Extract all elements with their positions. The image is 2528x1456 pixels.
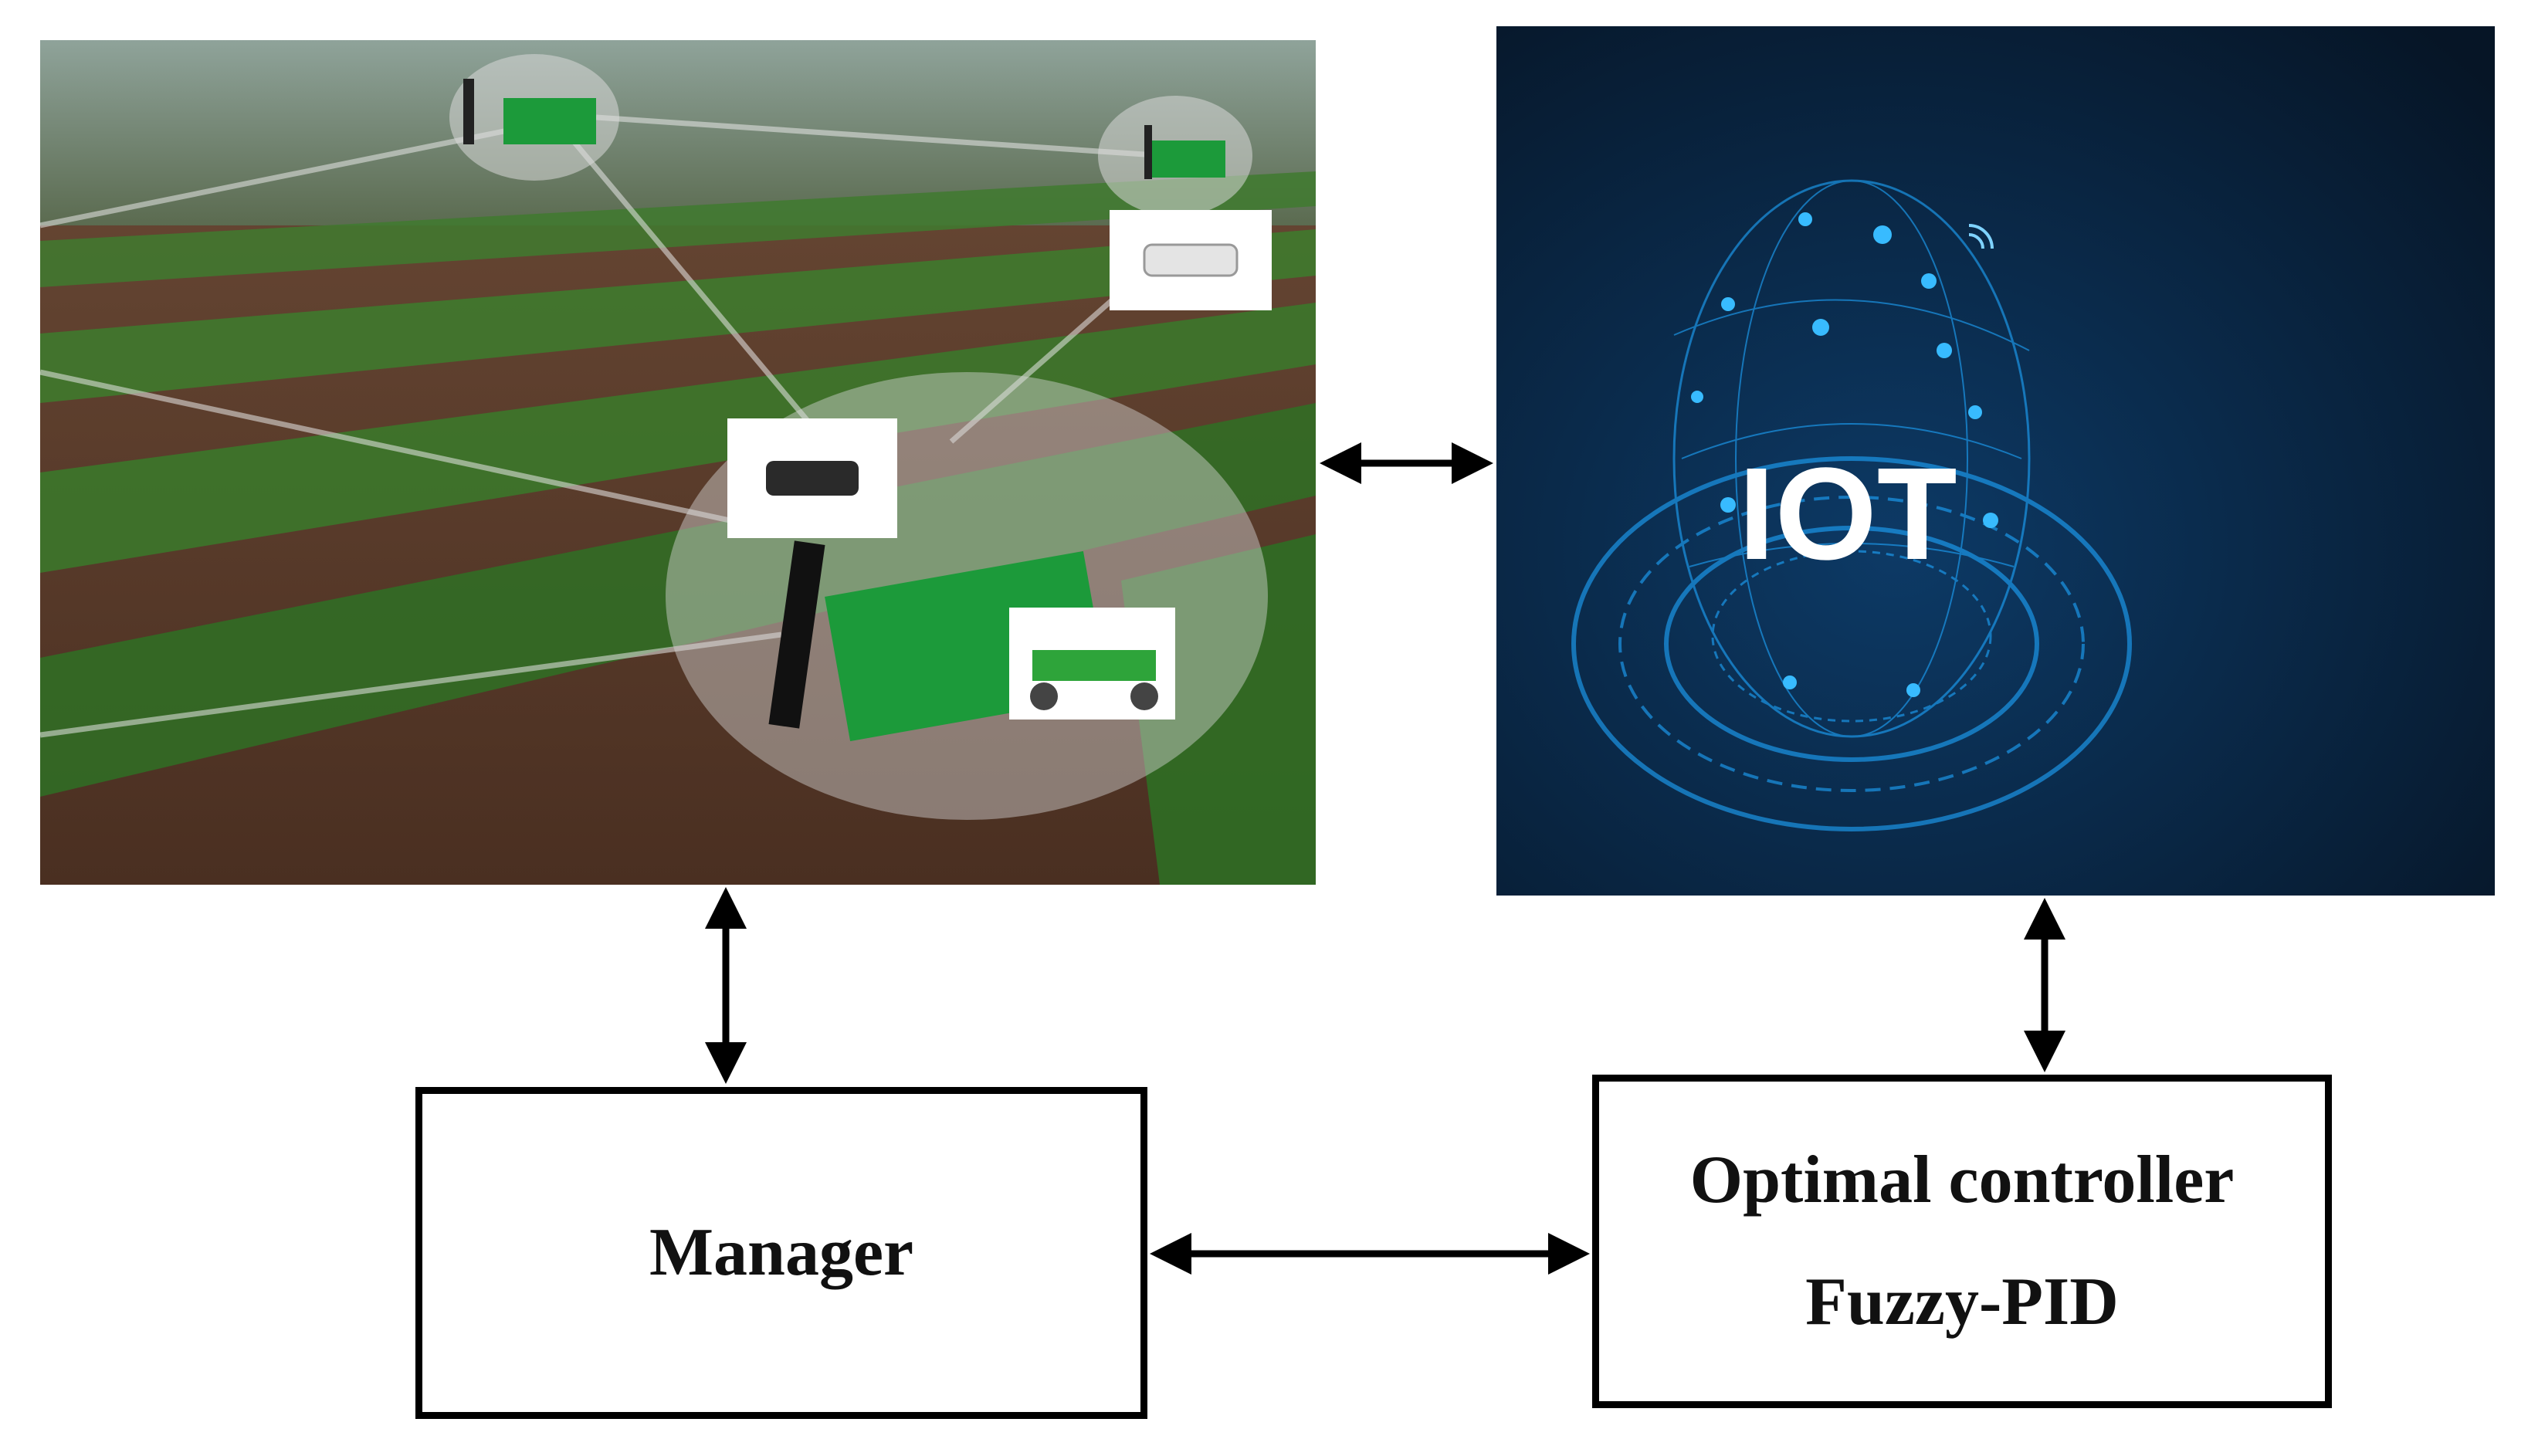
wifi-icon <box>1968 224 1994 249</box>
controller-title: Optimal controller <box>1689 1143 2235 1217</box>
controller-type: Fuzzy-PID <box>1805 1265 2119 1339</box>
manager-box: Manager <box>415 1087 1147 1419</box>
optimal-controller-box: Optimal controller Fuzzy-PID <box>1592 1075 2332 1408</box>
manager-label: Manager <box>649 1215 914 1290</box>
iot-label: IOT <box>1738 441 1957 587</box>
crop-rows <box>40 171 1316 885</box>
iot-image: IOT <box>1496 26 2495 896</box>
field-photo <box>40 40 1316 885</box>
